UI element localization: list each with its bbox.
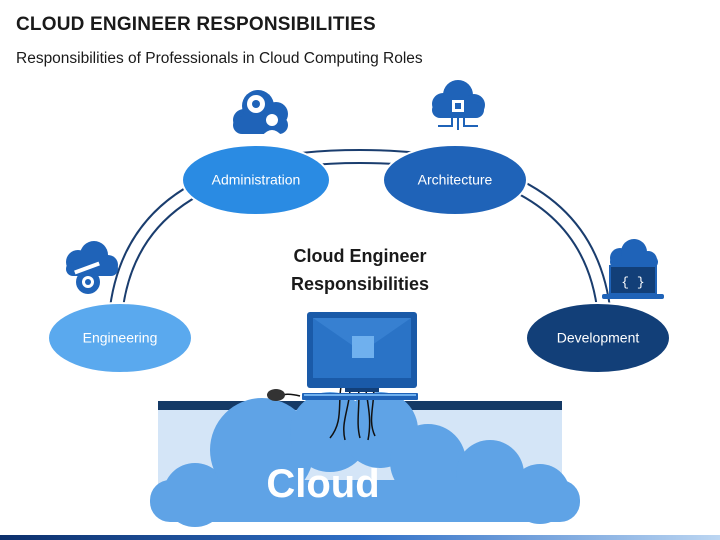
page-subtitle: Responsibilities of Professionals in Clo… <box>16 50 423 67</box>
center-title-line2: Responsibilities <box>291 274 429 294</box>
node-label-engineering: Engineering <box>83 330 158 346</box>
node-administration: Administration <box>181 144 331 216</box>
node-label-architecture: Architecture <box>418 172 493 188</box>
cloud-laptop-code-icon: { } <box>602 239 664 299</box>
mouse-icon <box>267 389 285 401</box>
center-title-line1: Cloud Engineer <box>293 246 426 266</box>
node-engineering: Engineering <box>47 302 193 374</box>
page-title: CLOUD ENGINEER RESPONSIBILITIES <box>16 14 376 35</box>
node-development: Development <box>525 302 671 374</box>
cloud-circuit-icon <box>432 80 485 130</box>
keyboard <box>302 393 418 400</box>
svg-text:{ }: { } <box>621 275 644 290</box>
cloud-shape <box>150 392 580 527</box>
cloud-wrench-gear-icon <box>66 241 118 294</box>
monitor <box>307 312 417 392</box>
bottom-accent-bar <box>0 535 720 540</box>
node-label-development: Development <box>557 330 640 346</box>
cloud-label: Cloud <box>266 462 379 506</box>
node-architecture: Architecture <box>382 144 528 216</box>
connecting-arc <box>108 148 612 317</box>
cloud-gear-user-icon <box>233 90 288 136</box>
node-label-administration: Administration <box>212 172 301 188</box>
